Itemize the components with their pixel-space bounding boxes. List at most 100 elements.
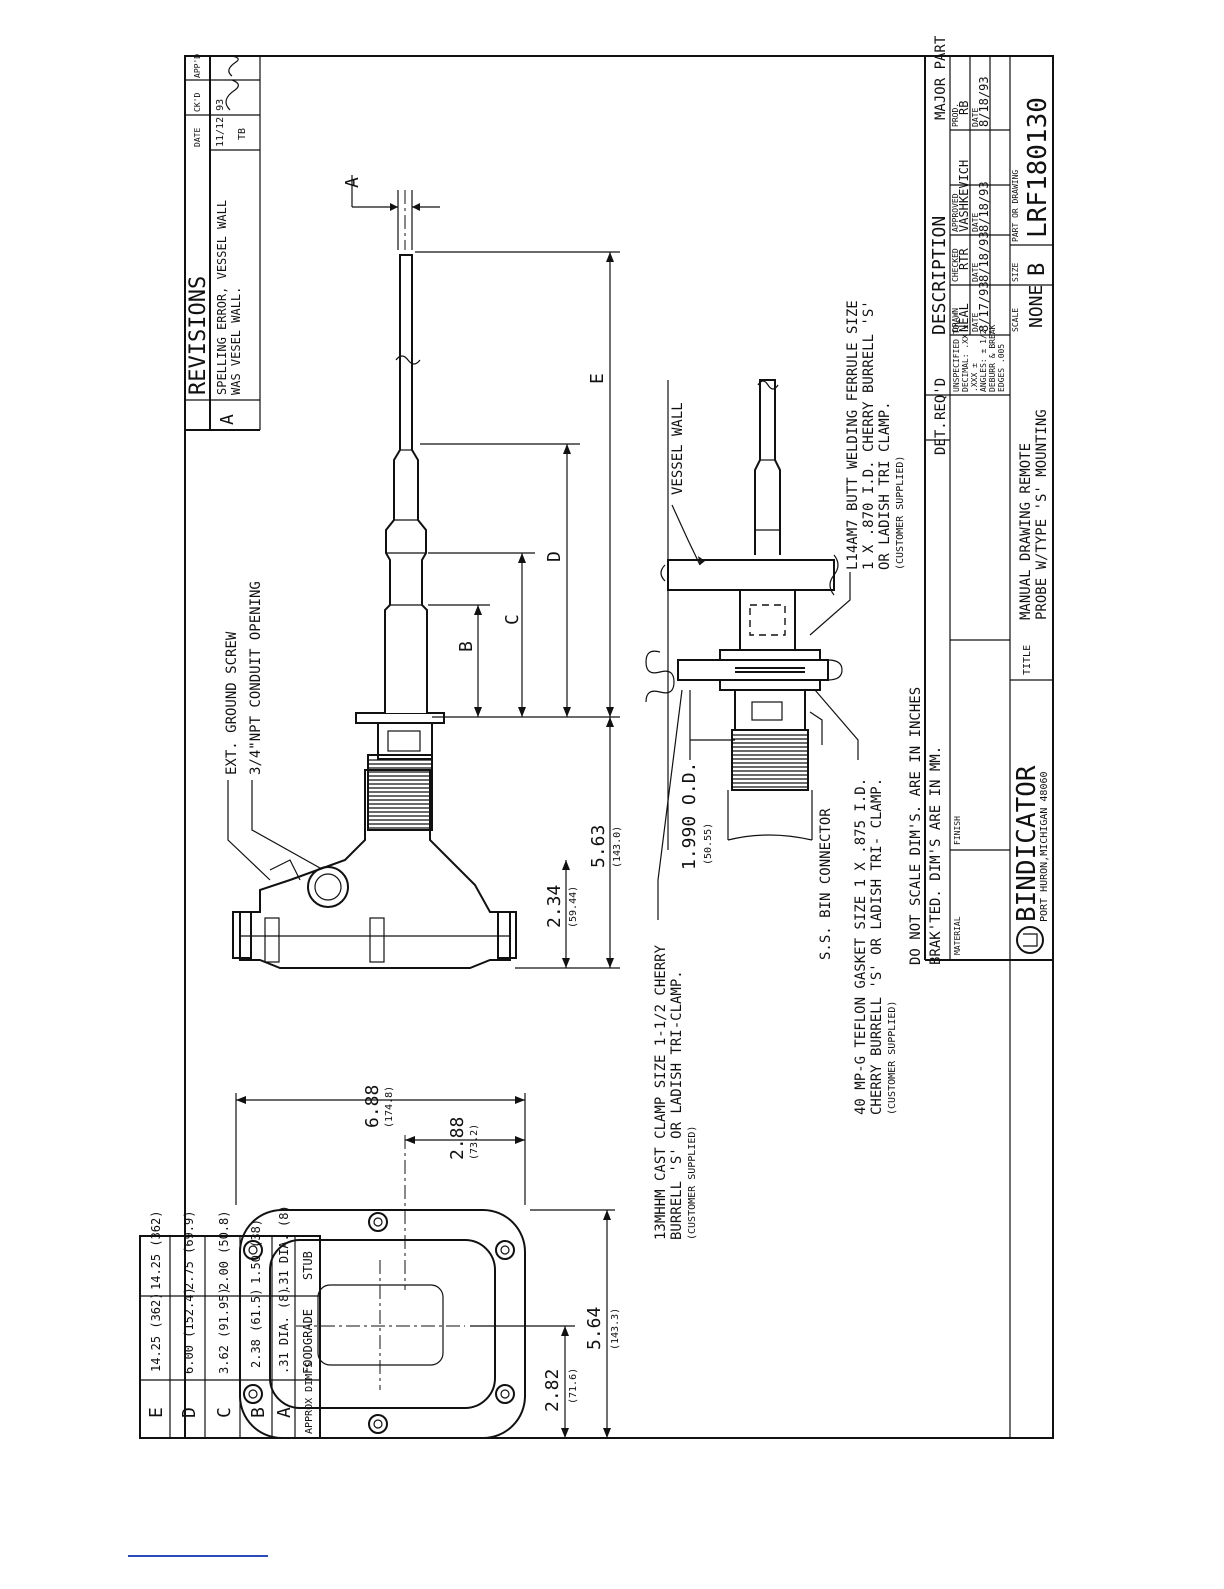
tol-line-3: .XXX ±: [970, 363, 979, 392]
revision-date-value: 11/12 93: [215, 99, 226, 147]
company-name: BINDICATOR: [1012, 765, 1042, 922]
approved-label: APPROVED: [951, 193, 960, 232]
gasket: [719, 649, 821, 661]
title-label: TITLE: [1022, 645, 1033, 675]
tol-line-1: UNSPECIFIED TOL.: [952, 315, 961, 392]
dim-od: 1.990 O.D.: [679, 762, 700, 870]
row-label-e: E: [146, 1407, 167, 1418]
approved-value: VASHKEVICH: [957, 160, 971, 232]
finish-label: FINISH: [953, 816, 962, 845]
size-value: B: [1025, 263, 1050, 276]
stub-d: 2.75 (69.9): [182, 1211, 196, 1290]
revision-ckd-value: TB: [237, 128, 248, 140]
tol-line-5: DEBURR & BREAK: [988, 324, 997, 392]
conduit-label: 3/4"NPT CONDUIT OPENING: [248, 581, 264, 775]
det-label: DET.: [933, 421, 949, 455]
stub-header: STUB: [301, 1251, 315, 1280]
clamp-wingnut-icon: [645, 650, 675, 703]
gasket-line-2: CHERRY BURRELL 'S' OR LADISH TRI- CLAMP.: [869, 778, 885, 1115]
scale-value: NONE: [1026, 285, 1047, 328]
drawn-label: DRAWN: [951, 308, 960, 332]
conduit-opening: [307, 866, 349, 908]
dimension-table: E D C B A APPROX DIM'S 14.25 (362) 6.00 …: [139, 1205, 321, 1439]
dim-234: 2.34: [544, 885, 565, 928]
vessel-wall-label: VESSEL WALL: [670, 402, 686, 495]
revisions-header: REVISIONS: [186, 276, 211, 395]
date-prod: 8/18/93: [977, 76, 991, 127]
hex-nut: [377, 722, 433, 760]
title-block: DET. REQ'D DESCRIPTION MAJOR PART UNSPEC…: [924, 35, 1053, 1439]
foodgrade-d: 6.00 (152.4): [182, 1287, 196, 1374]
foodgrade-a: .31 DIA. (8): [277, 1287, 291, 1374]
ground-screw-label: EXT. GROUND SCREW: [224, 631, 240, 775]
row-label-a: A: [274, 1407, 295, 1418]
ferrule-line-4: (CUSTOMER SUPPLIED): [895, 456, 906, 570]
date-label-checked: DATE: [971, 263, 980, 282]
row-label-d: D: [179, 1407, 200, 1418]
prod-value: RB: [957, 101, 971, 115]
housing-outer-outline: [239, 1209, 526, 1439]
break-mark-icon: [395, 355, 421, 365]
drawing-border: [184, 55, 1054, 1439]
stub-e: 14.25 (362): [149, 1211, 163, 1290]
dim-b-label: B: [456, 641, 477, 652]
mounting-flange: [355, 712, 445, 724]
drawn-value: NEAL: [957, 303, 971, 332]
detail-probe-shaft: [754, 379, 781, 555]
checked-label: CHECKED: [951, 248, 960, 282]
appd-signature-icon: [228, 55, 239, 77]
dim-e-label: E: [587, 373, 608, 384]
title-line-2: PROBE W/TYPE 'S' MOUNTING: [1034, 409, 1050, 620]
dim-c-label: C: [502, 614, 523, 625]
bin-connector-flange: [719, 679, 821, 691]
tol-line-2: DECIMAL: .XX ±: [961, 324, 970, 392]
bin-connector: [734, 689, 806, 731]
material-label: MATERIAL: [953, 916, 962, 955]
dim-688: 6.88: [362, 1085, 383, 1128]
mounting-detail: 1.990 O.D. (50.55) VESSEL WALL: [645, 379, 843, 870]
ferrule-line-1: L14AM7 BUTT WELDING FERRULE SIZE: [845, 300, 861, 570]
bin-connector-label: S.S. BIN CONNECTOR: [818, 808, 834, 960]
dim-563-mm: (143.0): [612, 826, 623, 868]
housing-inner-outline: [269, 1239, 496, 1409]
ferrule-line-2: 1 X .870 I.D. CHERRY BURRELL 'S': [861, 300, 877, 570]
note-line-2: BRAK'TED. DIM'S ARE IN MM.: [928, 746, 944, 965]
company-logo-icon: [1016, 926, 1044, 954]
dim-564: 5.64: [584, 1307, 605, 1350]
row-label-c: C: [214, 1407, 235, 1418]
dim-288: 2.88: [447, 1117, 468, 1160]
date-label-drawn: DATE: [971, 313, 980, 332]
gasket-line-1: 40 MP-G TEFLON GASKET SIZE 1 X .875 I.D.: [853, 778, 869, 1115]
top-view-dimensions: 6.88 (174.8) 2.88 (73.2) 5.64 (143.3) 2.…: [235, 1085, 621, 1439]
foodgrade-e: 14.25 (362): [149, 1293, 163, 1372]
date-checked: 8/18/93: [977, 231, 991, 282]
lower-callouts: S.S. BIN CONNECTOR 40 MP-G TEFLON GASKET…: [653, 687, 944, 1240]
tol-line-6: EDGES .005: [997, 344, 1006, 392]
revision-ckd-label: CK'D: [193, 93, 202, 112]
ferrule: [739, 589, 796, 651]
dim-234-mm: (59.44): [568, 886, 579, 928]
side-view-dimensions: B C D E 2.34 (59.44) 5.63 (143.0): [415, 251, 623, 969]
dim-d-label: D: [544, 551, 565, 562]
prod-label: PROD.: [951, 103, 960, 127]
date-approved: 8/18/93: [977, 181, 991, 232]
part-label: PART OR DRAWING: [1011, 170, 1020, 242]
vessel-wall-section: [667, 559, 835, 591]
housing-bolt-right: [497, 911, 517, 959]
dim-563: 5.63: [588, 825, 609, 868]
row-label-b: B: [248, 1407, 269, 1418]
revision-appd-label: APP'D: [193, 54, 202, 78]
clamp-line-2: BURRELL 'S' OR LADISH TRI-CLAMP.: [669, 970, 685, 1240]
probe-housing: [239, 769, 511, 969]
probe-side-view: A: [232, 175, 517, 969]
stub-b: 1.50 (38): [249, 1219, 263, 1284]
dim-282: 2.82: [542, 1369, 563, 1412]
foodgrade-header: FOODGRADE: [301, 1309, 315, 1374]
page-underline: [128, 1555, 268, 1557]
detail-break-icon: [757, 380, 779, 390]
date-label-approved: DATE: [971, 213, 980, 232]
size-label: SIZE: [1011, 263, 1020, 282]
ckd-signature-icon: [225, 79, 239, 111]
dim-282-mm: (71.6): [568, 1368, 579, 1404]
